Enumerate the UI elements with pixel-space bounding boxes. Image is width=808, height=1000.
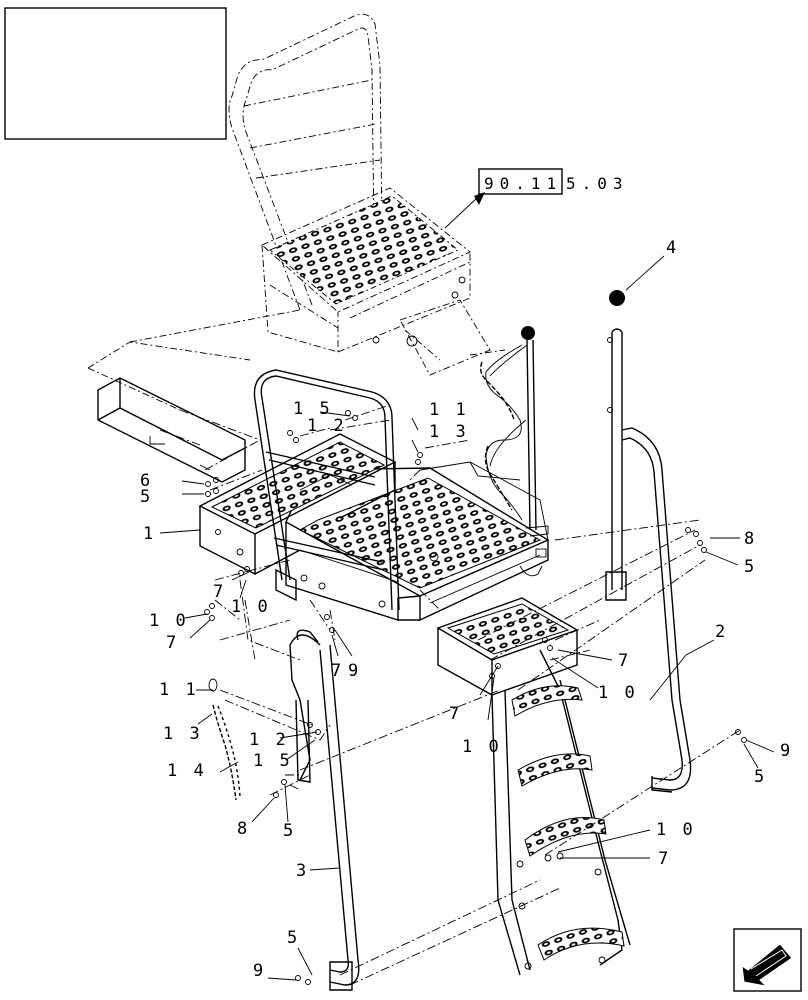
callout-5[interactable]: 5 [744,557,757,577]
reference-label-90-115-03[interactable]: 90.11 5.03 [444,168,629,229]
callout-10[interactable]: 1 0 [462,737,502,757]
callout-6[interactable]: 6 [140,471,153,491]
callout-5[interactable]: 5 [140,487,153,507]
callout-7[interactable]: 7 [331,661,344,681]
callout-15[interactable]: 1 5 [293,399,333,419]
callout-8[interactable]: 8 [744,529,757,549]
callout-4[interactable]: 4 [666,238,679,258]
next-page-arrow-icon[interactable] [733,928,802,992]
callout-9[interactable]: 9 [780,741,793,761]
alignment-lines [159,404,741,986]
chain-part-14 [208,678,241,801]
handrail-part-2 [605,290,692,793]
callout-7[interactable]: 7 [658,849,671,869]
callout-9[interactable]: 9 [348,661,361,681]
upper-step-phantom [87,13,506,411]
callout-5[interactable]: 5 [283,821,296,841]
callout-7[interactable]: 7 [449,704,462,724]
reference-boxed-text: 90.11 [484,174,562,193]
handrail-part-3 [289,629,360,991]
leader-lines [159,255,775,981]
callout-11[interactable]: 1 1 [429,400,469,420]
lower-ladder [436,597,631,976]
callout-8[interactable]: 8 [237,819,250,839]
callout-10[interactable]: 1 0 [598,683,638,703]
callout-9[interactable]: 9 [253,961,266,981]
fasteners [204,410,747,985]
callout-15[interactable]: 1 5 [253,751,293,771]
callout-7[interactable]: 7 [213,582,226,602]
callout-7[interactable]: 7 [618,651,631,671]
callout-11[interactable]: 1 1 [159,680,199,700]
callout-3[interactable]: 3 [296,861,309,881]
callout-numbers: 4 1 5 1 1 1 2 1 3 6 5 1 8 5 7 1 0 1 0 7 … [140,238,793,981]
handrail-part-15 [253,369,400,611]
callout-10[interactable]: 1 0 [656,820,696,840]
callout-5[interactable]: 5 [754,767,767,787]
callout-2[interactable]: 2 [715,622,728,642]
callout-13[interactable]: 1 3 [429,422,469,442]
callout-1[interactable]: 1 [143,524,156,544]
chain-and-post [479,326,549,537]
reference-suffix-text: 5.03 [566,174,629,193]
callout-5[interactable]: 5 [287,928,300,948]
callout-7[interactable]: 7 [166,633,179,653]
title-block [4,7,227,140]
callout-10[interactable]: 1 0 [231,597,271,617]
callout-14[interactable]: 1 4 [167,761,207,781]
callout-10[interactable]: 1 0 [149,611,189,631]
callout-12[interactable]: 1 2 [249,730,289,750]
mounting-beam [97,377,246,483]
callout-12[interactable]: 1 2 [307,416,347,436]
callout-13[interactable]: 1 3 [163,724,203,744]
